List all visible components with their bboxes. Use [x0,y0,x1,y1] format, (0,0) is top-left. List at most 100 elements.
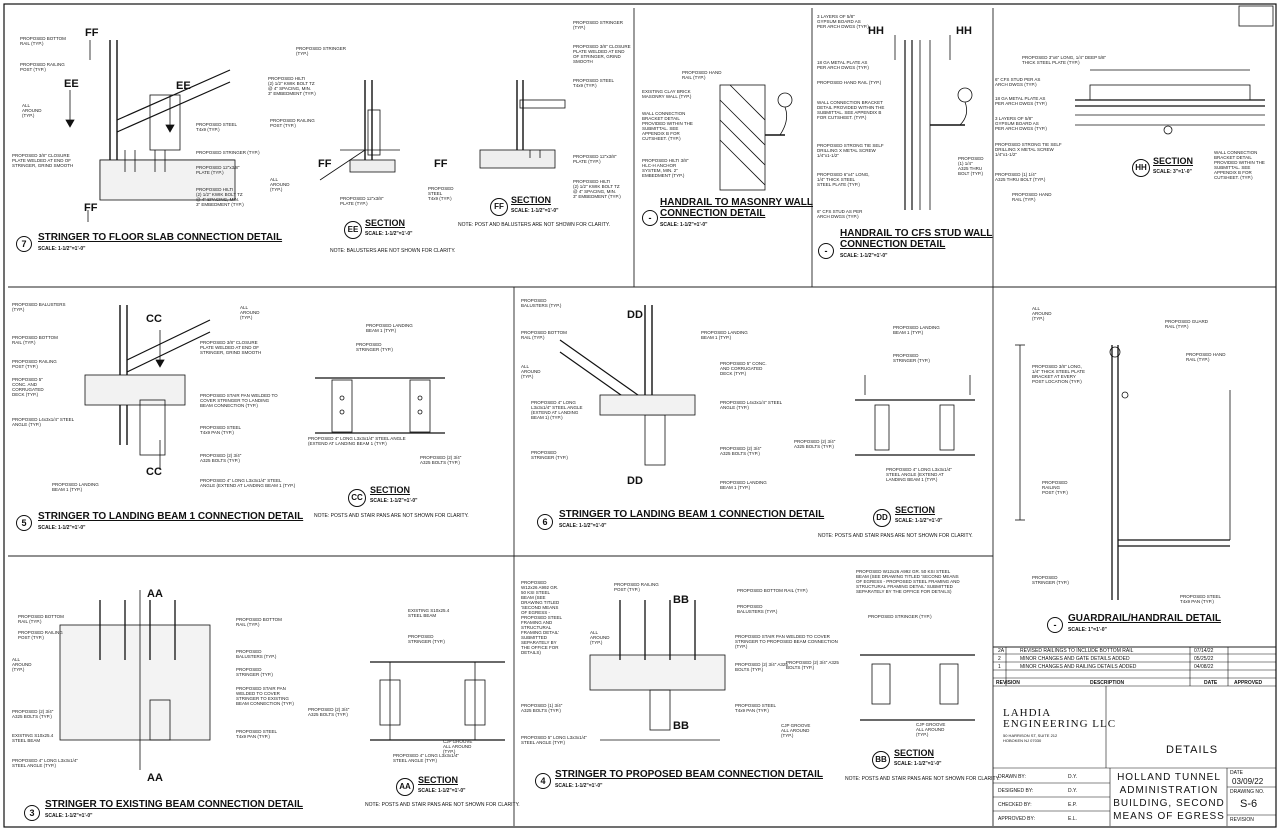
callout: PROPOSED BALUSTERS (TYP.) [12,302,66,312]
note-bb: NOTE: POSTS AND STAIR PANS ARE NOT SHOWN… [845,776,1000,782]
callout: PROPOSED STAIR PAN WELDED TO COVER STRIN… [236,686,294,706]
revision-description: MINOR CHANGES AND GATE DETAILS ADDED [1020,656,1130,662]
callout: PROPOSED RAILING POST (TYP.) [20,62,65,72]
callout: PROPOSED 4" LONG L3x3x1/4" STEEL ANGLE (… [531,400,583,420]
note-ff: NOTE: POST AND BALUSTERS ARE NOT SHOWN F… [458,222,610,228]
detail-number: - [1047,617,1063,633]
section-id: BB [872,751,890,769]
section-label: SECTION [895,505,936,515]
approved-by-label: APPROVED BY: [998,816,1035,822]
section-aa-drawing [370,661,505,741]
callout: PROPOSED 5" CONC. AND CORRUGATED DECK (T… [12,377,44,397]
callout: PROPOSED 5" CONC. AND CORRUGATED DECK (T… [720,361,767,376]
callout: PROPOSED STEEL T4x9 PAN (TYP.) [236,729,278,739]
sheet-title: DETAILS [1166,744,1219,756]
callout: PROPOSED STRINGER (TYP.) [408,634,445,644]
note-cc: NOTE: POSTS AND STAIR PANS ARE NOT SHOWN… [314,513,469,519]
section-id: CC [348,489,366,507]
callout: PROPOSED (2) 3/4" A325 BOLTS (TYP.) [308,707,350,717]
cut-mark-bb: BB [673,720,689,732]
callout: PROPOSED 5" LONG L3x3x1/4" STEEL ANGLE (… [521,735,587,745]
callout: PROPOSED 3/8" CLOSURE PLATE WELDED AT EN… [12,153,74,168]
project-title-line4: MEANS OF EGRESS [1113,811,1225,822]
date-value: 03/09/22 [1232,777,1264,786]
callout: PROPOSED HAND RAIL (TYP.) [1186,352,1226,362]
callout: CJP GROOVE ALL AROUND (TYP.) [443,739,473,754]
cut-mark-dd: DD [627,475,643,487]
section-id: FF [490,198,508,216]
sheet-border [3,3,1277,828]
callout: PROPOSED 6"x4" LONG, 1/4" THICK STEEL ST… [817,172,870,187]
callout: PROPOSED 3/8" CLOSURE PLATE WELDED AT EN… [200,340,262,355]
callout: CJP GROOVE ALL AROUND (TYP.) [781,723,811,738]
callout: PROPOSED HILTI 3/8" HLC-H ANCHOR SYSTEM,… [642,158,689,178]
cut-mark-ff: FF [84,202,98,214]
checked-by: E.P. [1068,802,1077,808]
detail-6-drawing [559,305,696,466]
callout: ALL AROUND (TYP.) [12,657,32,672]
section-label: SECTION [894,748,935,758]
revision-rev: 2A [998,648,1005,654]
cut-mark-cc: CC [146,313,162,325]
detail-number: 5 [16,515,32,531]
detail-title: GUARDRAIL/HANDRAIL DETAIL [1068,613,1221,624]
callout: ALL AROUND (TYP.) [521,364,541,379]
callout: PROPOSED HAND RAIL (TYP.) [817,80,882,85]
detail-title: HANDRAIL TO CFS STUD WALL [840,228,993,239]
detail-scale: SCALE: 1"=1'-0" [1068,627,1107,633]
revision-label: REVISION [1230,817,1254,823]
cut-mark-hh: HH [868,25,884,37]
callout: PROPOSED STRINGER (TYP.) [1032,575,1069,585]
callout: PROPOSED STEEL T4x9 (TYP.) [573,78,615,88]
revision-header-date: DATE [1204,680,1218,686]
detail-title: STRINGER TO LANDING BEAM 1 CONNECTION DE… [38,511,304,522]
callout: PROPOSED RAILING POST (TYP.) [1042,480,1068,495]
callout: PROPOSED RAILING POST (TYP.) [18,630,63,640]
callout: PROPOSED STEEL T4x9 (TYP.) [428,186,454,201]
callout: EXISTING CLAY BRICK MASONRY WALL (TYP.) [642,89,692,99]
callout: PROPOSED (2) 3/4" A325 BOLTS (TYP.) [735,662,788,672]
callout: PROPOSED W12x26 A992 GR. 50 KSI STEEL BE… [856,569,960,594]
section-label: SECTION [365,218,406,228]
detail-title: HANDRAIL TO MASONRY WALL [660,197,813,208]
detail-number: 6 [537,514,553,530]
callout: WALL CONNECTION BRACKET DETAIL PROVIDED … [1214,150,1265,180]
detail-3-drawing [59,590,211,770]
callout: PROPOSED STRONG TIE SELF DRILLING X META… [995,142,1062,157]
callout: 6" CFS STUD AS PER ARCH DWGS (TYP.) [817,209,863,219]
date-label: DATE [1230,770,1243,776]
company-name: LAHDIA [1003,707,1052,719]
section-label: SECTION [1153,156,1194,166]
callout: PROPOSED L4x3x1/4" STEEL ANGLE (TYP.) [12,417,75,427]
detail-number: 7 [16,236,32,252]
project-title-line3: BUILDING, SECOND [1113,798,1225,809]
detail-number: - [642,210,658,226]
project-title-line1: HOLLAND TUNNEL [1117,772,1221,783]
section-scale: SCALE: 1-1/2"=1'-0" [894,761,942,767]
callout: PROPOSED BOTTOM RAIL (TYP.) [521,330,567,340]
callout: PROPOSED STEEL T4x9 PAN (TYP.) [200,425,242,435]
company-address-line2: HOBOKEN NJ 07030 [1003,738,1042,743]
cut-mark-hh: HH [956,25,972,37]
callout: ALL AROUND (TYP.) [240,305,260,320]
callout: PROPOSED BALUSTERS (TYP.) [737,604,778,614]
callout: 18 GA METAL PLATE AS PER ARCH DWGS (TYP.… [817,60,869,70]
callout: PROPOSED STRINGER (TYP.) [573,20,624,30]
panel-grid [8,8,1276,826]
detail-scale: SCALE: 1-1/2"=1'-0" [840,253,888,259]
company-name-line2: ENGINEERING LLC [1003,718,1117,730]
detail-number: - [818,243,834,259]
designed-by: D.Y. [1068,788,1078,794]
corner-stamp-box [1238,5,1274,27]
callout: PROPOSED 4" LONG L3x3x1/4" STEEL ANGLE (… [200,478,296,488]
callout: PROPOSED (2) 3/4" A325 BOLTS (TYP.) [12,709,54,719]
detail-4-drawing [589,600,726,741]
detail-number: 4 [535,773,551,789]
callout: PROPOSED BALUSTERS (TYP.) [521,298,562,308]
section-ee-drawing [319,80,400,181]
section-scale: SCALE: 1-1/2"=1'-0" [365,231,413,237]
revision-header-rev: REVISION [996,680,1020,686]
drawn-by-label: DRAWN BY: [998,774,1026,780]
callout: 18 GA METAL PLATE AS PER ARCH DWGS (TYP.… [995,96,1047,106]
detail-5-drawing [84,305,211,470]
